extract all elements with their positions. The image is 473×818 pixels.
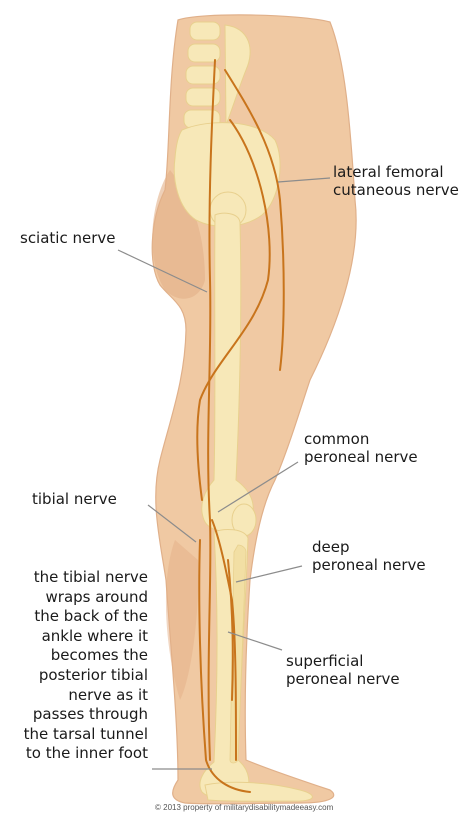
label-sciatic-nerve: sciatic nerve [20, 229, 116, 247]
label-common-peroneal-nerve: common peroneal nerve [304, 430, 418, 466]
label-tibial-nerve-note: the tibial nerve wraps around the back o… [8, 568, 148, 764]
label-lateral-femoral-cutaneous-nerve: lateral femoral cutaneous nerve [333, 163, 459, 199]
label-superficial-peroneal-nerve: superficial peroneal nerve [286, 652, 400, 688]
label-tibial-nerve: tibial nerve [32, 490, 117, 508]
label-deep-peroneal-nerve: deep peroneal nerve [312, 538, 426, 574]
copyright-notice: © 2013 property of militarydisabilitymad… [155, 803, 333, 812]
